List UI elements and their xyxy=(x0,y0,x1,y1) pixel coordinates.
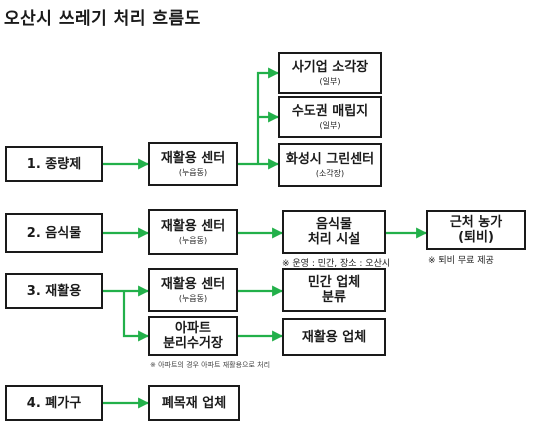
landfill-note: (일부) xyxy=(319,120,341,130)
green-center-box: 화성시 그린센터 (소각장) xyxy=(278,143,382,187)
recycling-company-box: 재활용 업체 xyxy=(282,318,386,356)
food-processing-line1: 음식물 xyxy=(316,217,352,232)
green-center-label: 화성시 그린센터 xyxy=(285,151,375,167)
food-processing-note: ※ 운영 : 민간, 장소 : 오산시 xyxy=(282,259,391,269)
private-incinerator-label: 사기업 소각장 xyxy=(291,59,369,75)
category-furniture-label: 4. 폐가구 xyxy=(26,395,82,411)
landfill-box: 수도권 매립지 (일부) xyxy=(278,96,382,138)
recycling-center-row3-location: (누읍동) xyxy=(178,293,208,303)
recycling-center-row1-location: (누읍동) xyxy=(178,167,208,177)
nearby-farm-line2: (퇴비) xyxy=(458,230,494,245)
category-furniture: 4. 폐가구 xyxy=(5,385,103,421)
apartment-collection-line2: 분리수거장 xyxy=(163,336,223,351)
private-sorting-line1: 민간 업체 xyxy=(307,275,361,290)
recycling-company-label: 재활용 업체 xyxy=(301,329,367,345)
green-center-note: (소각장) xyxy=(315,168,345,178)
waste-wood-company-label: 폐목재 업체 xyxy=(161,395,227,411)
category-food-waste-label: 2. 음식물 xyxy=(26,225,82,241)
page-title: 오산시 쓰레기 처리 흐름도 xyxy=(4,9,201,29)
recycling-center-row1-label: 재활용 센터 xyxy=(160,150,226,166)
recycling-center-row3-label: 재활용 센터 xyxy=(160,276,226,292)
nearby-farm-line1: 근처 농가 xyxy=(449,215,503,230)
private-sorting-box: 민간 업체 분류 xyxy=(282,268,386,312)
arrow-branch-to-incinerator xyxy=(256,67,280,164)
apartment-collection-box: 아파트 분리수거장 xyxy=(148,316,238,356)
category-food-waste: 2. 음식물 xyxy=(5,213,103,253)
recycling-center-row2-label: 재활용 센터 xyxy=(160,218,226,234)
recycling-center-row2-location: (누읍동) xyxy=(178,235,208,245)
waste-wood-company-box: 폐목재 업체 xyxy=(148,385,240,421)
private-incinerator-note: (일부) xyxy=(319,76,341,86)
category-general-waste-label: 1. 종량제 xyxy=(26,156,82,172)
recycling-center-row2: 재활용 센터 (누읍동) xyxy=(148,209,238,255)
landfill-label: 수도권 매립지 xyxy=(291,103,369,119)
category-recycling: 3. 재활용 xyxy=(5,273,103,309)
recycling-center-row3: 재활용 센터 (누읍동) xyxy=(148,268,238,312)
category-general-waste: 1. 종량제 xyxy=(5,146,103,182)
private-incinerator-box: 사기업 소각장 (일부) xyxy=(278,52,382,94)
apartment-collection-note: ※ 아파트의 경우 아파트 재활용으로 처리 xyxy=(150,361,271,369)
category-recycling-label: 3. 재활용 xyxy=(26,283,82,299)
food-processing-line2: 처리 시설 xyxy=(307,232,361,247)
private-sorting-line2: 분류 xyxy=(322,290,346,305)
apartment-collection-line1: 아파트 xyxy=(175,321,211,336)
arrow-recycle-to-apartment xyxy=(122,291,150,342)
nearby-farm-box: 근처 농가 (퇴비) xyxy=(426,210,526,250)
recycling-center-row1: 재활용 센터 (누읍동) xyxy=(148,142,238,186)
food-processing-facility: 음식물 처리 시설 xyxy=(282,210,386,254)
nearby-farm-note: ※ 퇴비 무료 제공 xyxy=(428,256,494,266)
